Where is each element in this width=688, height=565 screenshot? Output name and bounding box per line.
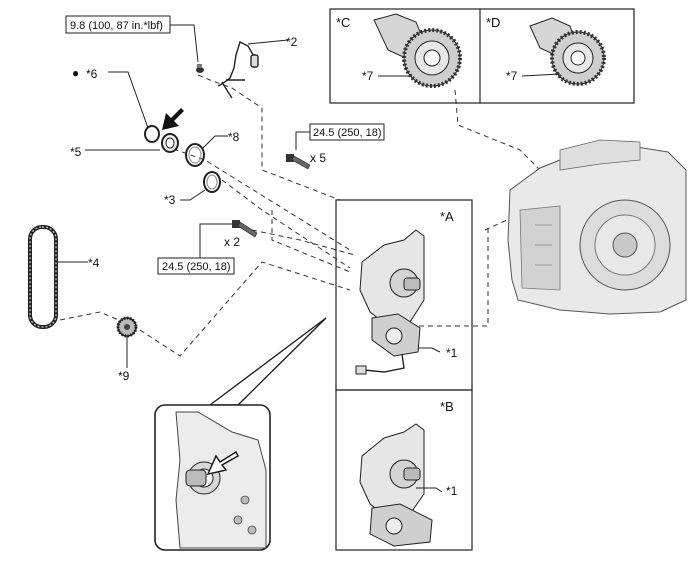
callout-8: *8: [228, 130, 240, 144]
panel-label-c: *C: [336, 15, 350, 30]
callout-9: *9: [118, 369, 130, 383]
panel-label-a: *A: [440, 209, 454, 224]
pump-bolt-quantity: x 2: [224, 235, 240, 249]
bullet-icon: ●: [72, 66, 79, 80]
sensor-bolt-group: 9.8 (100, 87 in.*lbf): [65, 15, 204, 73]
transaxle-case-icon: [507, 139, 687, 315]
sensor-bolt-icon: [196, 64, 204, 73]
torque-box-pump-bolts: [157, 257, 235, 275]
case-bolt-quantity: x 5: [310, 151, 326, 165]
oring-5-icon: [161, 133, 179, 153]
panel-label-b: *B: [440, 399, 454, 414]
differential-c-icon: [373, 13, 462, 88]
sprocket-icon: [116, 316, 138, 338]
callout-1-bottom: *1: [446, 484, 458, 498]
callout-5: *5: [70, 145, 82, 159]
callout-1-top: *1: [446, 346, 458, 360]
drive-chain-icon: [28, 225, 58, 329]
dashed-leader-lines: [59, 74, 546, 357]
differential-panel-frame: [329, 8, 635, 104]
zoom-detail-pointer: [207, 317, 327, 406]
install-arrow-icon: [162, 108, 184, 130]
case-bolt-icon: [286, 154, 311, 170]
callout-4: *4: [88, 256, 100, 270]
callout-7-right: *7: [506, 69, 518, 83]
torque-spec-pump-bolts: 24.5 (250, 18): [162, 261, 231, 273]
snap-ring-3-icon: [203, 171, 221, 193]
callout-7-left: *7: [362, 69, 374, 83]
oring-6-icon: [144, 125, 160, 143]
oil-pump-assembly-a-icon: [355, 229, 425, 375]
differential-d-icon: [529, 17, 606, 86]
zoom-arrow-icon: [206, 450, 239, 475]
torque-spec-case-bolts: 24.5 (250, 18): [313, 127, 382, 139]
callout-2: *2: [286, 35, 298, 49]
pump-bolt-icon: [232, 220, 258, 238]
callout-6: *6: [86, 67, 98, 81]
torque-spec-sensor-bolt: 9.8 (100, 87 in.*lbf): [70, 20, 163, 32]
oil-pump-assembly-b-icon: [359, 423, 433, 547]
panel-b-frame: [335, 389, 473, 551]
zoom-detail-icon: [175, 411, 267, 549]
callout-3: *3: [164, 193, 176, 207]
snap-ring-8-icon: [185, 143, 205, 167]
speed-sensor-icon: [217, 41, 259, 99]
panel-label-d: *D: [486, 15, 500, 30]
